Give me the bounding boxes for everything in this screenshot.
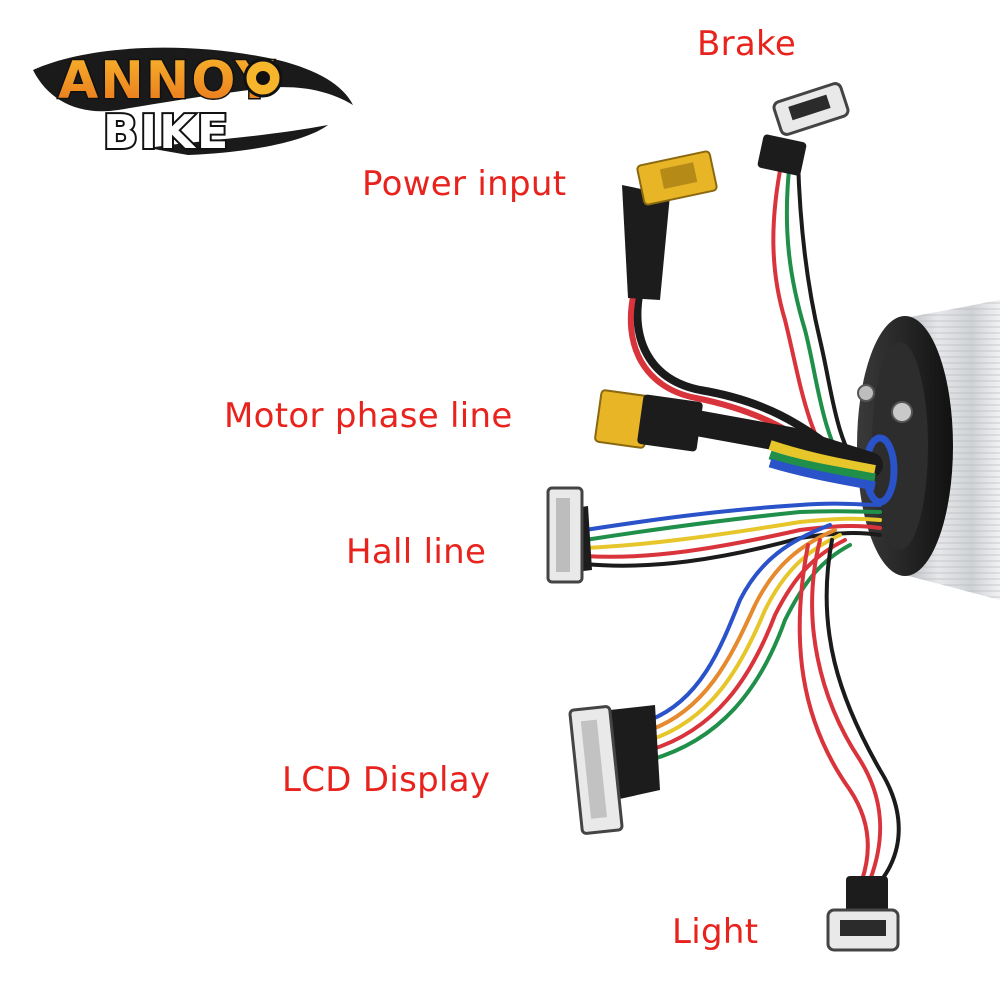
power-input-connector	[622, 150, 718, 300]
sun-gear-icon	[243, 58, 283, 98]
brake-connector	[757, 82, 850, 176]
screw-icon	[857, 384, 875, 402]
label-power-input: Power input	[362, 164, 567, 204]
light-connector	[826, 876, 900, 952]
hall-line-connector	[546, 486, 592, 584]
label-hall-line: Hall line	[346, 532, 487, 572]
light-wires	[797, 538, 901, 884]
label-light: Light	[672, 912, 759, 952]
motor-phase-line	[594, 389, 883, 491]
label-motor-phase-line: Motor phase line	[224, 396, 513, 436]
label-lcd-display: LCD Display	[282, 760, 491, 800]
screw-icon	[891, 401, 913, 423]
hall-line-wires	[583, 501, 882, 568]
motor-housing	[857, 300, 1000, 600]
label-brake: Brake	[697, 24, 797, 64]
logo-line-2: BIKE	[103, 105, 230, 159]
logo-graphic: ANNOY BIKE	[33, 47, 353, 161]
annoy-bike-logo: ANNOY BIKE	[28, 30, 358, 161]
lcd-display-connector	[568, 705, 660, 835]
logo-line-1: ANNOY	[58, 51, 275, 111]
